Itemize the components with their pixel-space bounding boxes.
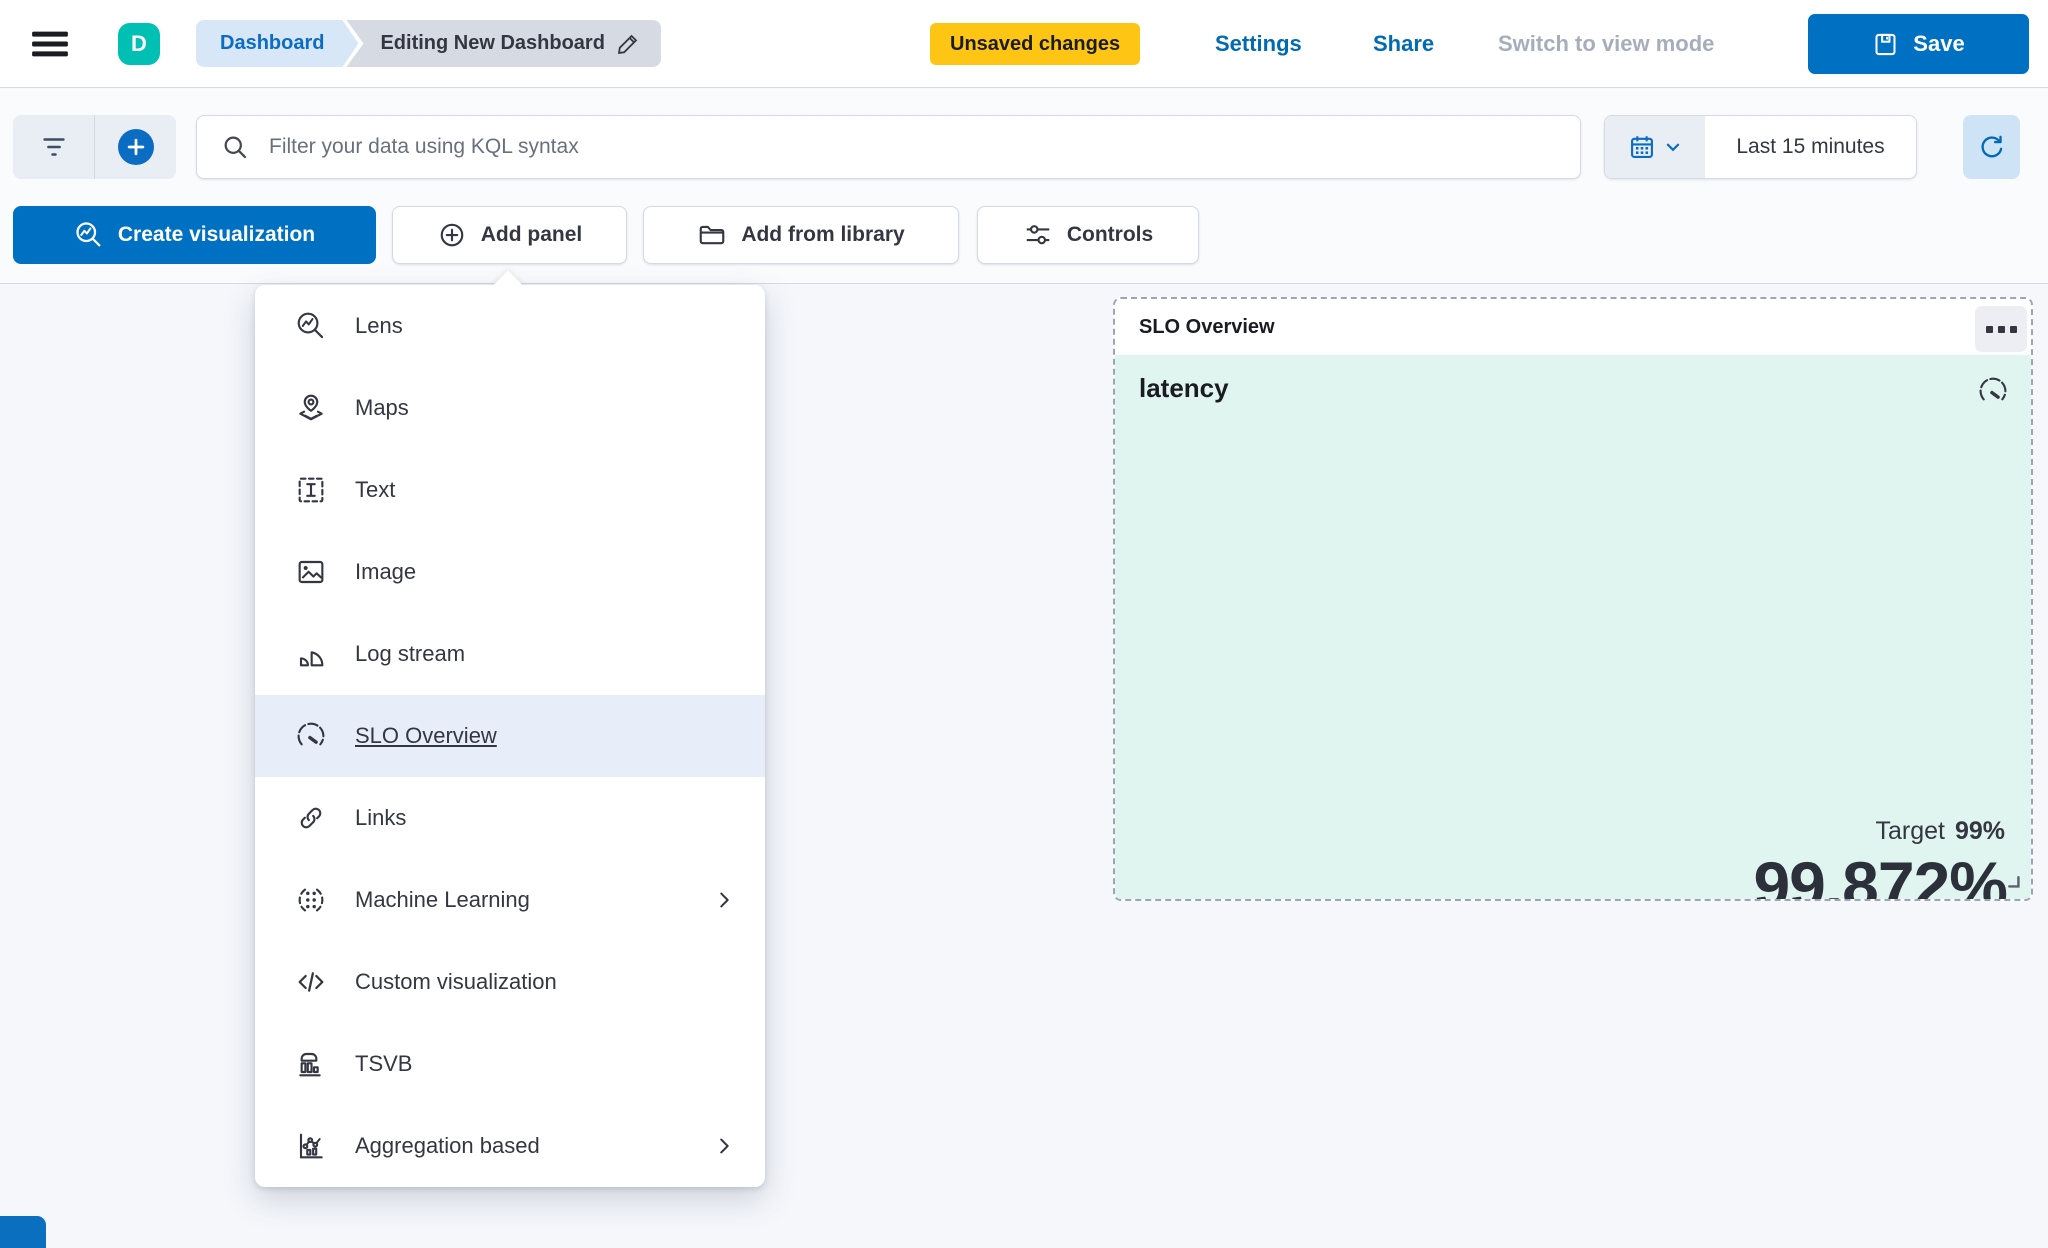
log-stream-icon <box>295 638 327 670</box>
menu-item-label: Lens <box>355 313 403 338</box>
new-panel-placeholder <box>0 1216 46 1248</box>
add-from-library-label: Add from library <box>741 223 905 246</box>
save-button-label: Save <box>1913 31 1965 56</box>
time-range-value[interactable]: Last 15 minutes <box>1736 135 1885 158</box>
add-filter-button[interactable] <box>95 115 176 179</box>
filter-icon <box>39 132 69 162</box>
add-panel-label: Add panel <box>480 223 583 246</box>
chevron-right-icon <box>713 1135 735 1157</box>
text-icon <box>295 474 327 506</box>
maps-icon <box>295 392 327 424</box>
sliders-icon <box>1023 220 1053 250</box>
menu-item-tsvb[interactable]: TSVB <box>255 1023 765 1105</box>
menu-item-links[interactable]: Links <box>255 777 765 859</box>
controls-label: Controls <box>1066 223 1154 246</box>
menu-item-label: Machine Learning <box>355 887 530 912</box>
lens-icon <box>74 220 104 250</box>
panel-header-title: SLO Overview <box>1139 315 1275 338</box>
folder-icon <box>697 220 727 250</box>
menu-item-label: Aggregation based <box>355 1133 540 1158</box>
menu-item-custom-visualization[interactable]: Custom visualization <box>255 941 765 1023</box>
menu-item-label: Links <box>355 805 407 830</box>
menu-item-label: SLO Overview <box>355 723 497 748</box>
create-visualization-label: Create visualization <box>117 223 316 246</box>
save-floppy-icon <box>1872 31 1899 58</box>
slo-panel-body: latency Target 99% 99.872% <box>1115 355 2031 899</box>
top-navigation-bar: D Dashboard Editing New Dashboard Unsave… <box>0 0 2048 88</box>
menu-item-label: Custom visualization <box>355 969 557 994</box>
menu-item-maps[interactable]: Maps <box>255 367 765 449</box>
controls-button[interactable]: Controls <box>977 206 1199 264</box>
search-icon <box>221 133 249 161</box>
kql-search-input[interactable] <box>269 135 1556 159</box>
menu-item-log-stream[interactable]: Log stream <box>255 613 765 695</box>
space-avatar[interactable]: D <box>118 22 160 65</box>
slo-target: Target 99% <box>1875 817 2005 846</box>
refresh-button[interactable] <box>1963 115 2020 179</box>
panel-options-icon[interactable] <box>1975 306 2027 352</box>
unsaved-changes-badge: Unsaved changes <box>930 23 1141 65</box>
create-visualization-button[interactable]: Create visualization <box>13 206 376 264</box>
lens-icon <box>295 310 327 342</box>
save-button[interactable]: Save <box>1808 14 2029 74</box>
slo-name: latency <box>1139 373 1229 403</box>
dashboard-panel-slo-overview[interactable]: SLO Overview latency Target 99% 99.872% <box>1113 297 2033 901</box>
share-link[interactable]: Share <box>1373 31 1435 56</box>
refresh-icon <box>1978 133 2006 161</box>
edit-pencil-icon <box>617 33 639 55</box>
menu-item-lens[interactable]: Lens <box>255 285 765 367</box>
menu-item-machine-learning[interactable]: Machine Learning <box>255 859 765 941</box>
settings-link[interactable]: Settings <box>1215 31 1302 56</box>
menu-item-text[interactable]: Text <box>255 449 765 531</box>
code-icon <box>295 966 327 998</box>
kql-search-bar <box>196 115 1581 179</box>
menu-hamburger-icon[interactable] <box>26 20 74 68</box>
image-icon <box>295 556 327 588</box>
add-panel-button[interactable]: Add panel <box>392 206 627 264</box>
menu-item-label: TSVB <box>355 1051 413 1076</box>
menu-item-label: Log stream <box>355 641 466 666</box>
panel-resize-handle[interactable] <box>2001 869 2023 891</box>
breadcrumb-current[interactable]: Editing New Dashboard <box>346 20 661 67</box>
date-quick-select-button[interactable] <box>1605 116 1705 178</box>
switch-to-view-mode-link[interactable]: Switch to view mode <box>1498 31 1715 56</box>
breadcrumb-dashboard[interactable]: Dashboard <box>196 20 358 67</box>
menu-item-label: Image <box>355 559 417 584</box>
chevron-down-icon <box>1664 138 1682 156</box>
machine-learning-icon <box>295 884 327 916</box>
link-icon <box>295 802 327 834</box>
filter-group-separator <box>94 115 95 179</box>
plus-circle-icon <box>437 220 467 250</box>
menu-item-label: Maps <box>355 395 409 420</box>
calendar-icon <box>1628 133 1656 161</box>
breadcrumb: Dashboard Editing New Dashboard <box>196 20 661 67</box>
chevron-right-icon <box>713 889 735 911</box>
tsvb-icon <box>295 1048 327 1080</box>
add-from-library-button[interactable]: Add from library <box>643 206 959 264</box>
add-filter-plus-icon <box>117 129 154 165</box>
gauge-icon <box>295 720 327 752</box>
filter-button[interactable] <box>13 115 94 179</box>
aggregation-icon <box>295 1130 327 1162</box>
menu-item-aggregation-based[interactable]: Aggregation based <box>255 1105 765 1187</box>
add-panel-menu: Lens Maps Text Image Log stream SLO Over… <box>255 270 765 1187</box>
breadcrumb-current-label: Editing New Dashboard <box>380 32 605 54</box>
menu-item-image[interactable]: Image <box>255 531 765 613</box>
menu-item-slo-overview[interactable]: SLO Overview <box>255 695 765 777</box>
slo-target-label: Target <box>1875 817 1945 845</box>
slo-target-value: 99% <box>1954 817 2005 845</box>
menu-item-label: Text <box>355 477 396 502</box>
slo-sli-value: 99.872% <box>1753 848 2008 901</box>
panel-header: SLO Overview <box>1115 299 2031 355</box>
gauge-icon <box>1977 375 2009 407</box>
toolbar-divider <box>0 283 2048 284</box>
time-range-picker: Last 15 minutes <box>1604 115 1917 179</box>
filter-controls-group <box>13 115 176 179</box>
